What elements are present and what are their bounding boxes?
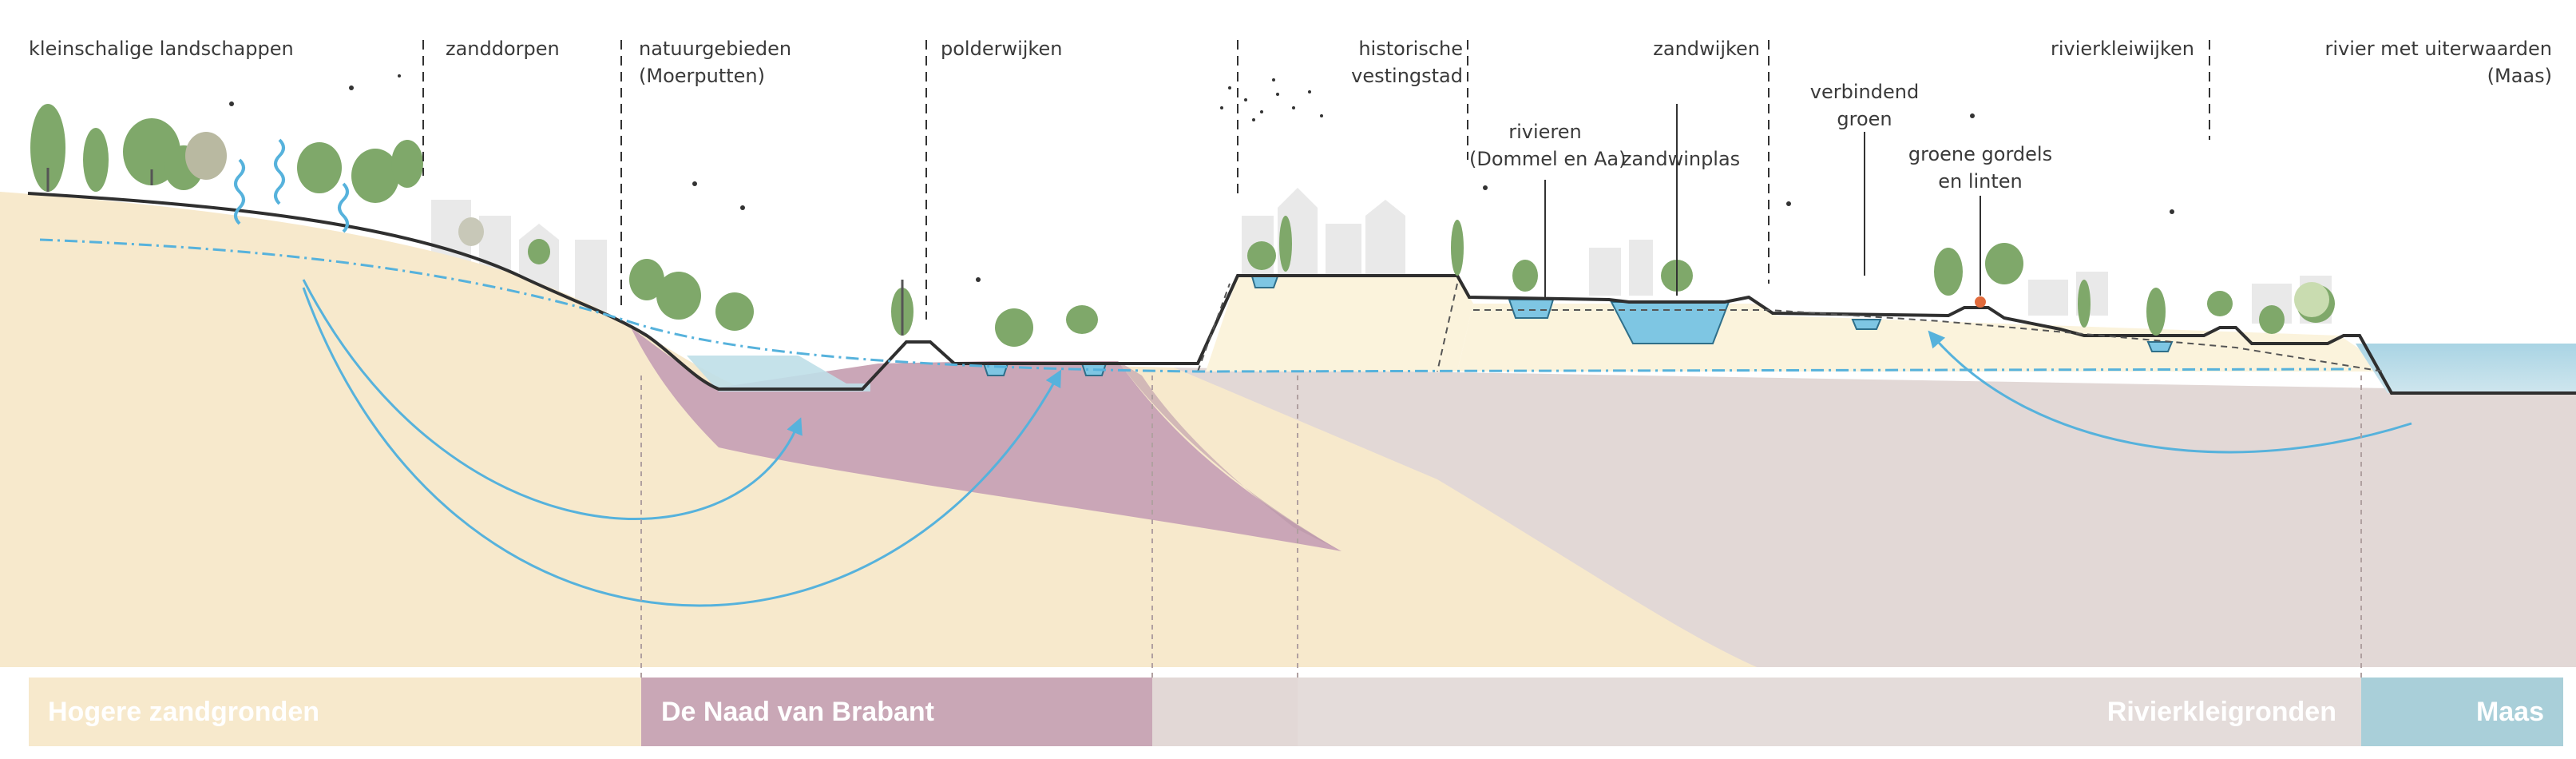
dike-outline bbox=[1197, 283, 2384, 372]
birds bbox=[229, 74, 2174, 282]
zone-band-transition bbox=[1152, 678, 1298, 746]
flow-arrow-polder bbox=[302, 287, 1062, 607]
label-verbindend-2: groen bbox=[1837, 108, 1892, 130]
flow-arrow-moerputten bbox=[302, 279, 803, 520]
label-groene-gordels-2: en linten bbox=[1938, 170, 2023, 193]
label-polderwijken: polderwijken bbox=[941, 38, 1063, 60]
label-rivierkleiwijken: rivierkleiwijken bbox=[2050, 38, 2194, 60]
rivieren-water bbox=[1508, 299, 1555, 319]
label-verbindend-1: verbindend bbox=[1809, 81, 1920, 103]
zone-band-naad-van-brabant bbox=[641, 678, 1152, 746]
label-rivier-met-uiterwaarden-2: (Maas) bbox=[2487, 65, 2552, 87]
zone-band-maas bbox=[2361, 678, 2563, 746]
label-zanddorpen: zanddorpen bbox=[446, 38, 560, 60]
terrain-surface bbox=[27, 192, 2576, 395]
zone-dividers bbox=[422, 40, 2210, 320]
moerputten-water bbox=[687, 356, 870, 391]
label-leaders bbox=[1544, 104, 1981, 300]
zone-band-hogere-zandgronden bbox=[29, 678, 641, 746]
label-historische-2: vestingstad bbox=[1351, 65, 1463, 87]
naad-lower bbox=[1118, 361, 1342, 551]
label-kleinschalige-landschappen: kleinschalige landschappen bbox=[29, 38, 294, 60]
label-groene-gordels-1: groene gordels bbox=[1908, 143, 2053, 165]
label-historische-1: historische bbox=[1358, 38, 1463, 60]
maas-river bbox=[2356, 344, 2576, 393]
label-rivier-met-uiterwaarden-1: rivier met uiterwaarden bbox=[2324, 38, 2552, 60]
dike-fills bbox=[1206, 276, 2388, 372]
zone-label-naad-van-brabant: De Naad van Brabant bbox=[661, 697, 934, 727]
zandwinplas-water bbox=[1610, 301, 1730, 344]
label-zandwinplas: zandwinplas bbox=[1621, 148, 1741, 170]
zone-band-rivierkleigronden bbox=[1298, 678, 2361, 746]
zone-label-rivierkleigronden: Rivierkleigronden bbox=[2106, 697, 2336, 727]
zone-label-maas: Maas bbox=[2475, 697, 2544, 727]
label-rivieren-1: rivieren bbox=[1508, 121, 1582, 143]
groundwater-line bbox=[39, 238, 2356, 373]
flow-arrow-rivierklei bbox=[1928, 330, 2412, 454]
zone-label-hogere-zandgronden: Hogere zandgronden bbox=[48, 697, 320, 727]
label-rivieren-2: (Dommel en Aa) bbox=[1469, 148, 1627, 170]
label-zandwijken: zandwijken bbox=[1653, 38, 1760, 60]
label-natuurgebieden-2: (Moerputten) bbox=[639, 65, 765, 87]
infiltration-squiggles bbox=[234, 138, 349, 233]
label-natuurgebieden-1: natuurgebieden bbox=[639, 38, 792, 60]
flow-arrows bbox=[302, 279, 2412, 607]
